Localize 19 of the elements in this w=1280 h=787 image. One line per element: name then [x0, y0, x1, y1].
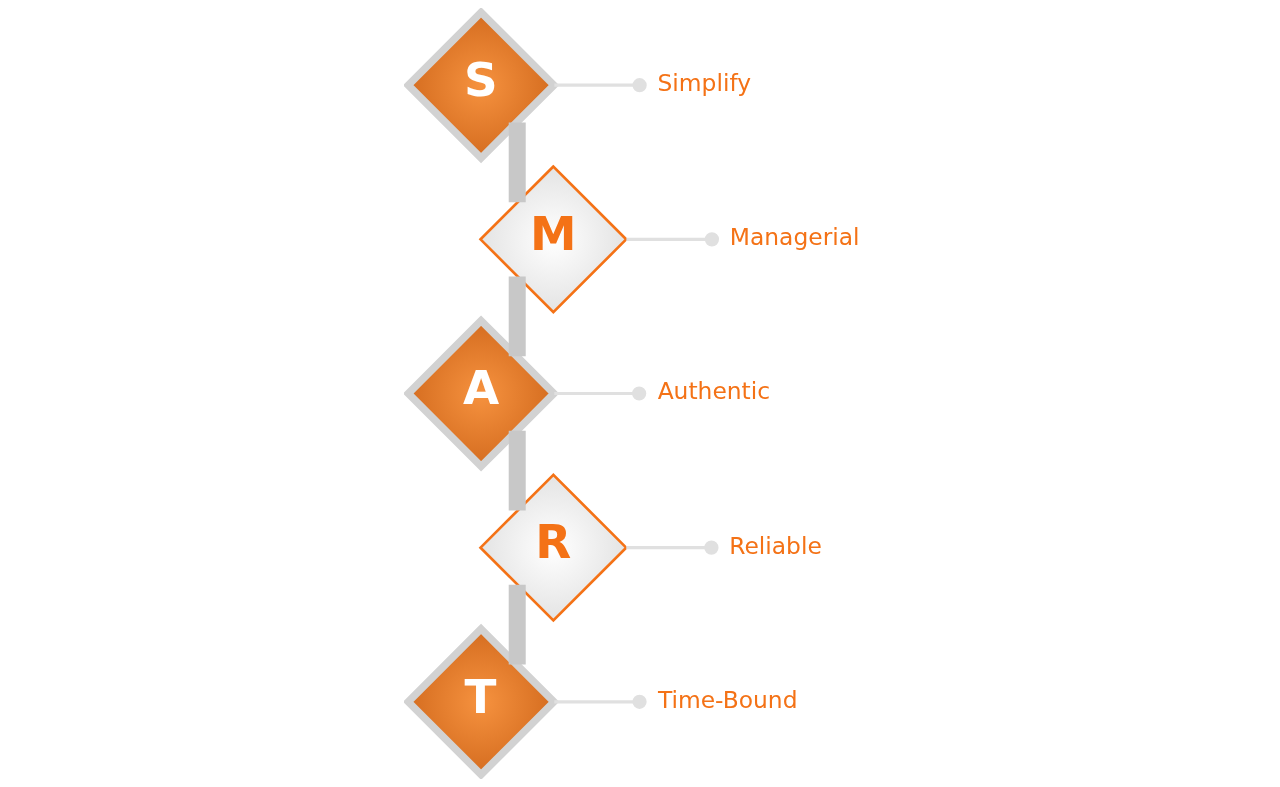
node-diamond: S	[404, 8, 560, 164]
node-text: Managerial	[729, 223, 860, 252]
connector	[508, 276, 526, 357]
connector	[554, 694, 647, 709]
node-diamond: T	[404, 623, 560, 779]
connector	[554, 78, 647, 93]
connector	[508, 430, 526, 511]
connector	[508, 584, 526, 665]
node-diamond: M	[478, 164, 629, 315]
node-text: Simplify	[657, 69, 752, 98]
node-text: Authentic	[657, 377, 771, 406]
connector	[626, 540, 719, 555]
connector	[554, 386, 647, 401]
node-diamond: A	[404, 315, 560, 472]
connector	[626, 232, 720, 247]
connector	[508, 122, 526, 203]
node-diamond: R	[478, 472, 629, 623]
node-text: Time-Bound	[657, 685, 798, 714]
node-text: Reliable	[729, 531, 822, 560]
